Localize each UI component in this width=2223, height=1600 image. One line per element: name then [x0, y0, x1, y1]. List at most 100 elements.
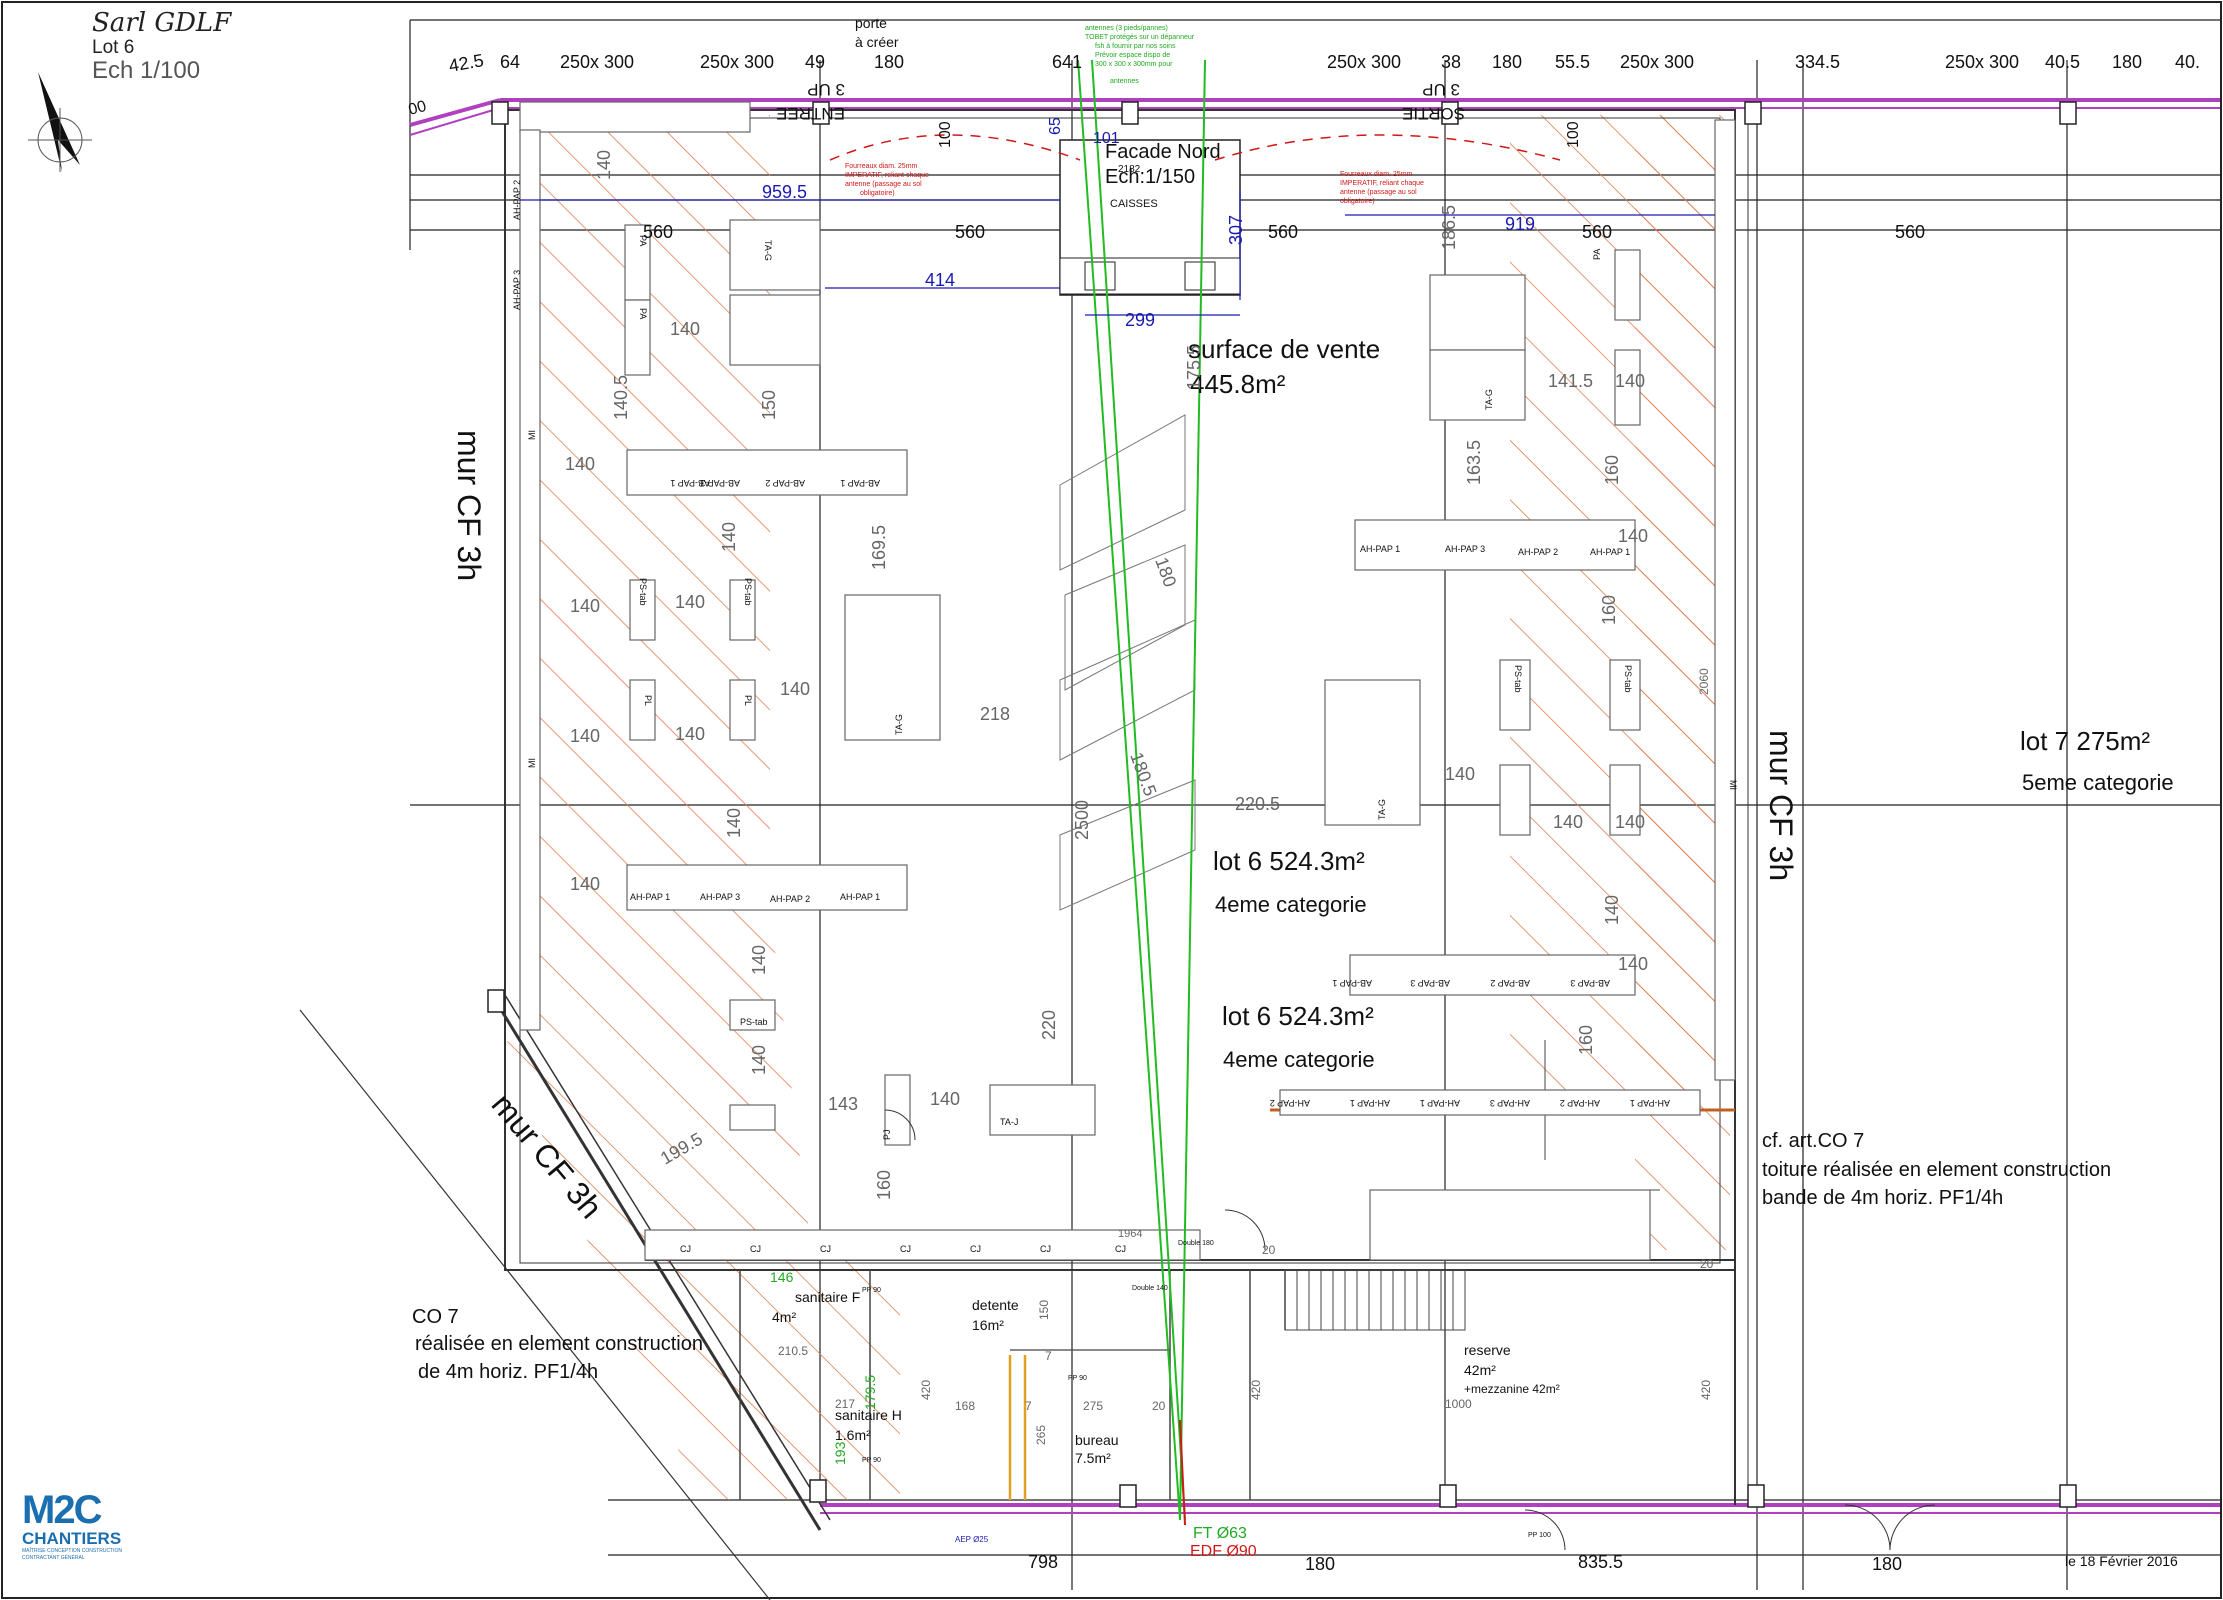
svg-text:180: 180: [1151, 555, 1180, 590]
title-block: Sarl GDLF Lot 6 Ech 1/100: [92, 8, 231, 84]
top-dim-180a: 180: [874, 52, 904, 72]
svg-text:169.5: 169.5: [869, 525, 889, 570]
svg-text:obligatoire): obligatoire): [860, 190, 895, 197]
lot6a-title: lot 6 524.3m²: [1213, 846, 1365, 876]
svg-text:AH-PAP 2: AH-PAP 2: [1560, 1098, 1600, 1108]
network-aep: AEP Ø25: [955, 1535, 989, 1544]
svg-text:PA: PA: [638, 235, 648, 246]
svg-text:PS-tab: PS-tab: [1623, 665, 1633, 693]
svg-text:42m²: 42m²: [1464, 1362, 1496, 1378]
svg-text:AB-PAP 1: AB-PAP 1: [1332, 978, 1372, 988]
svg-text:AH-PAP 1: AH-PAP 1: [840, 892, 880, 902]
svg-text:CJ: CJ: [1040, 1244, 1051, 1254]
svg-text:AH-PAP 1: AH-PAP 1: [1630, 1098, 1670, 1108]
svg-text:PL: PL: [643, 695, 653, 706]
svg-text:antennes (3 pieds/pannes): antennes (3 pieds/pannes): [1085, 25, 1168, 32]
facade-title: Facade Nord: [1105, 141, 1221, 163]
svg-text:CJ: CJ: [900, 1244, 911, 1254]
dim-00: 00: [407, 98, 429, 119]
svg-text:141.5: 141.5: [1548, 371, 1593, 391]
dim-560b: 560: [955, 222, 985, 242]
svg-text:reserve: reserve: [1464, 1342, 1511, 1358]
svg-text:AH-PAP 1: AH-PAP 1: [1360, 544, 1400, 554]
svg-text:detente: detente: [972, 1297, 1019, 1313]
co7-right-l1: cf. art.CO 7: [1762, 1130, 1864, 1152]
svg-text:140: 140: [570, 596, 600, 616]
top-dim-250a: 250x 300: [560, 52, 634, 72]
svg-text:265: 265: [1034, 1425, 1048, 1445]
svg-text:1.6m²: 1.6m²: [835, 1427, 871, 1443]
svg-text:IMPERATIF, reliant chaque: IMPERATIF, reliant chaque: [845, 172, 929, 179]
north-arrow-icon: [28, 72, 92, 172]
dim-560e: 560: [1895, 222, 1925, 242]
cable-lines: [1077, 59, 1206, 1521]
porte-label: porte: [855, 15, 887, 31]
svg-text:140: 140: [749, 945, 769, 975]
svg-text:PA: PA: [638, 308, 648, 319]
dim-100b: 100: [1565, 121, 1582, 148]
svg-text:PP 100: PP 100: [1528, 1532, 1551, 1539]
top-dim-641: 641: [1052, 52, 1082, 72]
dim-560a: 560: [643, 222, 673, 242]
svg-text:antenne (passage au sol: antenne (passage au sol: [845, 181, 922, 188]
svg-text:obligatoire): obligatoire): [1340, 198, 1375, 205]
svg-text:179.5: 179.5: [862, 1375, 878, 1410]
edf-line: [1179, 1419, 1186, 1526]
svg-text:AB-PAP 2: AB-PAP 2: [765, 478, 805, 488]
bottom-dim-798: 798: [1028, 1552, 1058, 1572]
svg-text:210.5: 210.5: [778, 1344, 808, 1358]
logo-mark: M2C: [22, 1488, 102, 1532]
svg-text:TA-G: TA-G: [1377, 799, 1387, 820]
svg-text:140: 140: [780, 679, 810, 699]
svg-text:AB-PAP 1: AB-PAP 1: [670, 478, 710, 488]
svg-text:140: 140: [1618, 954, 1648, 974]
shelf-labels: AH-PAP 1 AH-PAP 3 AH-PAP 2 AH-PAP 1 AH-P…: [512, 180, 1738, 1254]
svg-text:300 x 300 x 300mm pour: 300 x 300 x 300mm pour: [1095, 61, 1173, 68]
logo-tagline2: CONTRACTANT GÉNÉRAL: [22, 1555, 85, 1561]
co7-left-l3: de 4m horiz. PF1/4h: [418, 1361, 598, 1383]
svg-text:143: 143: [828, 1094, 858, 1114]
entree-label: ENTREE: [776, 104, 845, 123]
sortie-label: SORTIE: [1402, 104, 1465, 123]
top-dim-38: 38: [1441, 52, 1461, 72]
svg-text:140: 140: [1553, 812, 1583, 832]
svg-text:AH-PAP 2: AH-PAP 2: [770, 894, 810, 904]
svg-text:140: 140: [594, 150, 614, 180]
up-left: 3 UP: [807, 80, 845, 99]
svg-text:7: 7: [1025, 1399, 1032, 1413]
svg-text:MI: MI: [1728, 780, 1738, 790]
svg-text:AB-PAP 3: AB-PAP 3: [1570, 978, 1610, 988]
dim-959-5: 959.5: [762, 182, 807, 202]
svg-text:4m²: 4m²: [772, 1309, 796, 1325]
top-dim-40: 40.5: [2045, 52, 2080, 72]
svg-text:140: 140: [1615, 812, 1645, 832]
top-dim-42: 42.5: [447, 50, 485, 76]
svg-text:AH-PAP 3: AH-PAP 3: [1445, 544, 1485, 554]
svg-text:140: 140: [749, 1045, 769, 1075]
svg-text:140: 140: [1615, 371, 1645, 391]
dim-100a: 100: [937, 121, 954, 148]
dim-560d: 560: [1582, 222, 1612, 242]
svg-text:163.5: 163.5: [1464, 440, 1484, 485]
svg-text:PS-tab: PS-tab: [740, 1017, 768, 1027]
svg-text:150: 150: [759, 390, 779, 420]
green-notes: antennes (3 pieds/pannes) TOBET protégés…: [1085, 25, 1195, 85]
a-creer-label: à créer: [855, 34, 899, 50]
svg-text:140: 140: [570, 874, 600, 894]
stairs: [1284, 1269, 1466, 1331]
svg-text:CJ: CJ: [750, 1244, 761, 1254]
svg-text:140: 140: [565, 454, 595, 474]
lot6a-cat: 4eme categorie: [1215, 892, 1367, 917]
svg-text:140: 140: [724, 808, 744, 838]
wall-right-label: mur CF 3h: [1763, 730, 1799, 881]
svg-text:CJ: CJ: [820, 1244, 831, 1254]
dim-2182: 2182: [1118, 164, 1141, 175]
lot-label: Lot 6: [92, 37, 135, 58]
network-ft: FT Ø63: [1193, 1525, 1247, 1542]
svg-text:AH-PAP 1: AH-PAP 1: [1590, 547, 1630, 557]
svg-text:IMPERATIF, reliant chaque: IMPERATIF, reliant chaque: [1340, 180, 1424, 187]
dim-414: 414: [925, 270, 955, 290]
svg-text:140: 140: [930, 1089, 960, 1109]
svg-text:TA-G: TA-G: [763, 240, 773, 261]
svg-text:140: 140: [570, 726, 600, 746]
